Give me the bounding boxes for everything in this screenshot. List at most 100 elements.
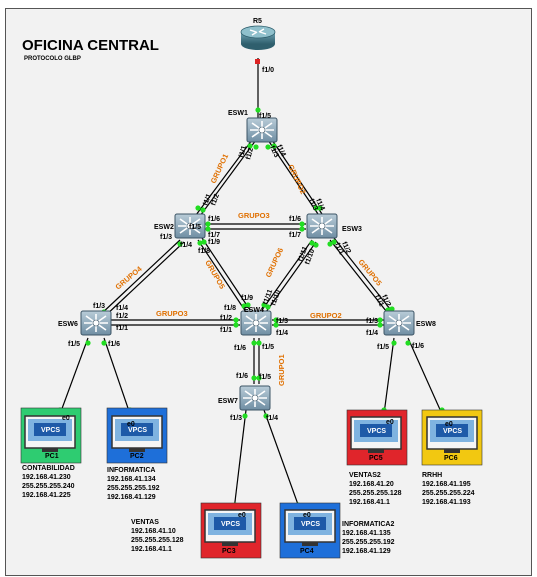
status-dot <box>391 340 397 346</box>
pc6-info-mask: 255.255.255.224 <box>422 490 475 497</box>
pc3-info-mask: 255.255.255.128 <box>131 537 184 544</box>
status-dot <box>313 205 319 211</box>
pc3-info-dept: VENTAS <box>131 519 159 526</box>
link-esw3-esw8-b <box>333 237 395 315</box>
port-label: f1/6 <box>208 216 220 223</box>
pc-iface-label: e0 <box>62 415 70 422</box>
pc2-node[interactable]: VPCS e0 PC2 <box>106 407 168 464</box>
link-esw3-esw8-a <box>329 239 391 317</box>
port-label: f1/5 <box>189 224 201 231</box>
port-label: f1/2 <box>380 294 391 308</box>
port-label: f1/7 <box>208 232 220 239</box>
status-dot <box>242 413 248 419</box>
device-label-esw7: ESW7 <box>218 398 238 405</box>
switch-esw7[interactable] <box>239 385 271 411</box>
pc2-info-gateway: 192.168.41.129 <box>107 494 156 501</box>
port-label: f1/2 <box>245 147 255 161</box>
port-label: f1/1 <box>333 242 344 256</box>
status-dot <box>313 242 319 248</box>
pc1-name: PC1 <box>45 453 59 460</box>
port-label: f1/2 <box>116 313 128 320</box>
group-label: GRUPO1 <box>277 354 286 386</box>
link-esw1-esw3-b <box>271 139 323 215</box>
vpcs-monitor-icon: VPCS <box>284 509 336 547</box>
vpcs-screen-label: VPCS <box>301 521 320 528</box>
link-esw2-esw6-b <box>103 241 185 318</box>
status-dot <box>271 143 277 149</box>
pc6-info-ip: 192.168.41.195 <box>422 481 471 488</box>
group-label: GRUPO3 <box>238 211 270 220</box>
pc1-node[interactable]: VPCS e0 PC1 <box>20 407 82 464</box>
pc4-node[interactable]: VPCS e0 PC4 <box>279 502 341 559</box>
router-icon <box>240 25 276 50</box>
port-label: f1/4 <box>314 198 325 212</box>
pc5-info-dept: VENTAS2 <box>349 472 381 479</box>
switch-esw6[interactable] <box>80 310 112 336</box>
multilayer-switch-icon <box>239 385 271 411</box>
pc5-info-mask: 255.255.255.128 <box>349 490 402 497</box>
switch-esw8[interactable] <box>383 310 415 336</box>
status-dot <box>299 226 305 232</box>
multilayer-switch-icon <box>246 117 278 143</box>
status-dot <box>331 239 337 245</box>
port-label: f1/1 <box>116 325 128 332</box>
switch-esw3[interactable] <box>306 213 338 239</box>
group-label: GRUPO6 <box>264 246 286 279</box>
device-label-esw1: ESW1 <box>228 110 248 117</box>
pc1-info-mask: 255.255.255.240 <box>22 483 75 490</box>
pc5-name: PC5 <box>369 455 383 462</box>
port-label: f1/3 <box>307 198 318 212</box>
pc4-info-ip: 192.168.41.135 <box>342 530 391 537</box>
port-label: f1/2 <box>340 241 351 255</box>
link-esw7-pc3 <box>233 409 247 511</box>
pc6-node[interactable]: VPCS e0 PC6 <box>421 409 483 466</box>
pc6-info-gateway: 192.168.41.193 <box>422 499 471 506</box>
group-label: GRUPO2 <box>310 311 342 320</box>
pc3-info-gateway: 192.168.41.1 <box>131 546 172 553</box>
port-label: f1/6 <box>234 345 246 352</box>
device-label-esw2: ESW2 <box>154 224 174 231</box>
link-esw3-esw4-a <box>261 239 313 311</box>
multilayer-switch-icon <box>240 310 272 336</box>
status-dot <box>85 340 91 346</box>
switch-esw1[interactable] <box>246 117 278 143</box>
link-esw7-pc4 <box>263 409 301 511</box>
status-dot <box>256 375 262 381</box>
pc-iface-label: e0 <box>127 421 135 428</box>
link-esw8-pc6 <box>407 337 443 415</box>
router-r5[interactable] <box>240 25 276 50</box>
pc1-info-ip: 192.168.41.230 <box>22 474 71 481</box>
status-dot <box>273 322 279 328</box>
status-dot <box>245 302 251 308</box>
page-title: OFICINA CENTRAL <box>22 37 159 54</box>
vpcs-monitor-icon: VPCS <box>426 416 478 454</box>
port-label: f1/8 <box>198 248 210 255</box>
status-dot <box>241 303 247 309</box>
group-label: GRUPO2 <box>286 163 308 196</box>
pc1-info-dept: CONTABILIDAD <box>22 465 75 472</box>
status-dot <box>177 241 183 247</box>
port-label: f1/3 <box>276 318 288 325</box>
link-esw6-pc1 <box>59 337 89 415</box>
port-label: f1/1 <box>202 193 213 207</box>
vpcs-screen-label: VPCS <box>367 428 386 435</box>
pc3-node[interactable]: VPCS e0 PC3 <box>200 502 262 559</box>
pc6-info-dept: RRHH <box>422 472 442 479</box>
switch-esw4[interactable] <box>240 310 272 336</box>
status-dot <box>200 207 206 213</box>
status-dot <box>201 239 207 245</box>
pc-iface-label: e0 <box>445 421 453 428</box>
port-label: f1/5 <box>259 374 271 381</box>
status-dot <box>377 322 383 328</box>
status-dot <box>255 107 261 113</box>
pc-iface-label: e0 <box>386 419 394 426</box>
status-dot <box>233 317 239 323</box>
link-esw1-esw3-a <box>267 139 319 215</box>
vpcs-monitor-icon: VPCS <box>24 415 76 453</box>
status-dot <box>317 205 323 211</box>
port-label: f1/9 <box>208 239 220 246</box>
pc5-node[interactable]: VPCS e0 PC5 <box>346 409 408 466</box>
status-dot <box>197 240 203 246</box>
status-dot-down <box>255 59 260 64</box>
